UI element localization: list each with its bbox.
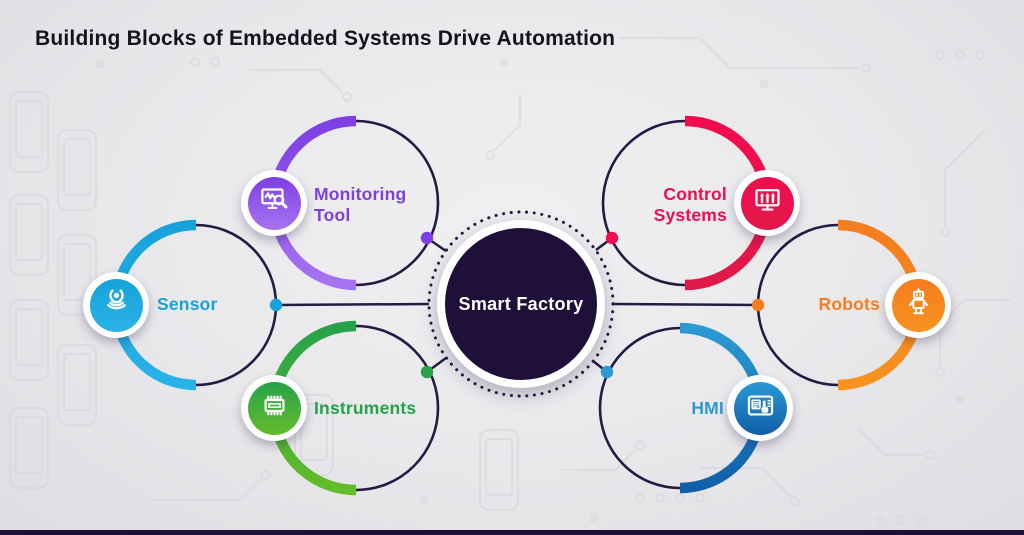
- robots-badge-inner: [891, 278, 945, 332]
- center-dotted-ring: [427, 210, 615, 398]
- phone-outline-pattern: [9, 91, 519, 511]
- sensor-badge-inner: [89, 278, 143, 332]
- monitoring-tool-connector-dot: [420, 231, 434, 245]
- monitoring-tool-badge-inner: [247, 176, 301, 230]
- sensor-connector-line: [275, 302, 430, 307]
- instruments-connector-dot: [420, 365, 434, 379]
- page-title: Building Blocks of Embedded Systems Driv…: [35, 27, 616, 50]
- robots-badge: [885, 272, 951, 338]
- monitor-search-icon: [258, 184, 291, 222]
- control-systems-badge: [734, 170, 800, 236]
- circuit-traces: [149, 37, 1011, 506]
- hmi-badge-inner: [733, 381, 787, 435]
- instruments-label: Instruments: [314, 398, 417, 418]
- monitoring-tool-badge: [241, 170, 307, 236]
- touch-panel-icon: [744, 389, 777, 427]
- monitor-sliders-icon: [751, 184, 784, 222]
- robots-label: Robots: [818, 294, 880, 314]
- circuit-pads: [190, 50, 985, 525]
- control-systems-label: Control Systems: [653, 184, 727, 225]
- instruments-badge: [241, 375, 307, 441]
- sensor-connector-dot: [269, 298, 283, 312]
- robots-connector-line: [612, 302, 759, 307]
- control-systems-connector-dot: [605, 231, 619, 245]
- circuit-squares: [96, 58, 964, 523]
- control-systems-badge-inner: [740, 176, 794, 230]
- sensor-label: Sensor: [157, 294, 218, 314]
- robot-icon: [902, 286, 935, 324]
- instruments-badge-inner: [247, 381, 301, 435]
- center-dark-circle: [445, 228, 597, 380]
- hmi-connector-dot: [600, 365, 614, 379]
- hmi-badge: [727, 375, 793, 441]
- chip-icon: [258, 389, 291, 427]
- sensor-waves-icon: [100, 286, 133, 324]
- center-node-label: Smart Factory: [458, 293, 584, 314]
- robots-connector-dot: [751, 298, 765, 312]
- bottom-accent-bar: [0, 530, 1024, 535]
- hmi-label: HMI: [691, 398, 724, 418]
- monitoring-tool-label: Monitoring Tool: [314, 184, 407, 225]
- sensor-badge: [83, 272, 149, 338]
